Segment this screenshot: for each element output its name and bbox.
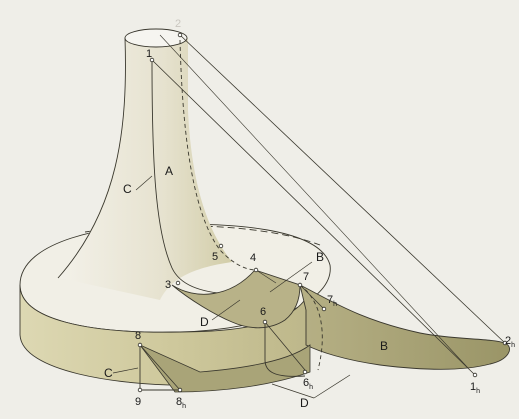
leader-D-lower-a <box>271 383 315 399</box>
point-2 <box>177 32 183 38</box>
light-ray-8 <box>139 344 181 391</box>
trumpet-left-edge <box>57 37 126 279</box>
light-ray-2b <box>159 34 469 369</box>
point-4 <box>253 267 259 273</box>
point-8h <box>177 387 183 393</box>
label-A: A <box>165 164 173 178</box>
hidden-curve-7 <box>299 284 323 371</box>
trumpet-front-curve <box>151 59 229 295</box>
label-8h: 8h <box>176 396 186 410</box>
leader-B-upper <box>269 261 313 293</box>
point-markers <box>137 32 508 393</box>
label-D-left: D <box>200 315 209 329</box>
label-8: 8 <box>135 330 141 342</box>
light-ray-7 <box>299 284 325 310</box>
label-3: 3 <box>165 279 171 291</box>
label-5: 5 <box>212 251 218 263</box>
light-ray-6 <box>264 321 306 371</box>
point-7h <box>321 306 327 312</box>
label-1: 1 <box>146 48 152 60</box>
point-1 <box>149 57 155 63</box>
point-9 <box>137 387 143 393</box>
band-inner-curve <box>264 322 306 377</box>
label-6h: 6h <box>303 377 313 391</box>
label-6: 6 <box>260 306 266 318</box>
label-7h: 7h <box>327 294 337 308</box>
label-2: 2 <box>175 18 181 30</box>
label-C-left: C <box>123 182 132 196</box>
leader-4 <box>255 269 277 284</box>
point-6 <box>262 319 268 325</box>
label-4: 4 <box>250 252 256 264</box>
label-2h: 2h <box>505 335 515 349</box>
shadow-on-band <box>138 344 311 393</box>
leader-C-lower <box>112 367 139 374</box>
point-1h <box>472 372 478 378</box>
trumpet-hidden-curve <box>179 39 257 271</box>
point-6h <box>302 369 308 375</box>
point-3 <box>175 280 181 286</box>
leader-C-left <box>135 175 153 191</box>
label-D-lower: D <box>300 396 309 410</box>
point-7 <box>297 282 303 288</box>
point-8 <box>137 342 143 348</box>
point-5 <box>218 243 224 249</box>
point-2h <box>502 340 508 346</box>
label-B-upper: B <box>316 250 324 264</box>
label-B-lower: B <box>380 339 388 353</box>
leader-D-lower-b <box>313 374 351 399</box>
shadow-patch-upper <box>171 269 301 329</box>
leader-D-left <box>211 299 241 321</box>
label-7: 7 <box>303 271 309 283</box>
label-1h: 1h <box>470 381 480 395</box>
label-9: 9 <box>135 396 141 408</box>
trumpet-top-ellipse <box>124 28 188 48</box>
trumpet-surface <box>60 38 232 300</box>
label-C-lower: C <box>104 366 113 380</box>
shadow-tongue <box>299 284 510 370</box>
light-ray-2 <box>179 34 506 344</box>
light-ray-1 <box>151 59 476 376</box>
